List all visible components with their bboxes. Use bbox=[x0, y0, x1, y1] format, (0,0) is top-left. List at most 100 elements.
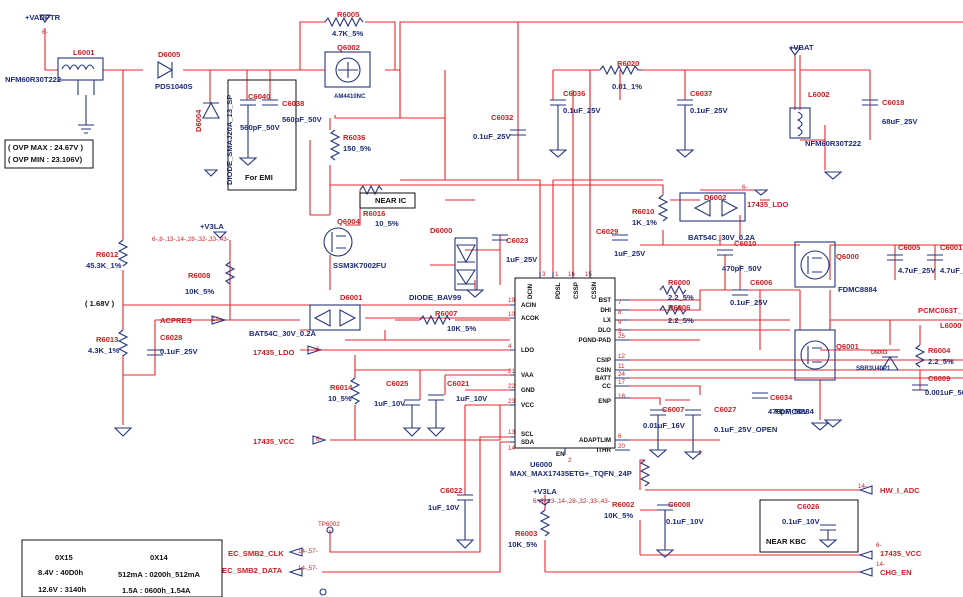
pin-num-ldo: 4 bbox=[508, 343, 512, 350]
pin-num-pdsl: 1 bbox=[555, 271, 559, 278]
resistor-r6006 bbox=[659, 304, 687, 316]
net-ldo-right: 17435_LDO bbox=[747, 200, 788, 209]
offpage-ec-smb2-data: 14-,57- bbox=[298, 565, 318, 572]
pin-num-csin: 11 bbox=[618, 363, 625, 370]
resistor-r6013 bbox=[117, 329, 129, 357]
val-c6007: 0.01uF_16V bbox=[643, 421, 686, 430]
pin-pgnd-pad: PGND-PAD bbox=[578, 337, 611, 344]
val-l6001: NFM60R30T222 bbox=[5, 75, 61, 84]
ref-c6009: C6009 bbox=[928, 374, 950, 383]
ic-ref: U6000 bbox=[530, 460, 552, 469]
val-r6008: 10K_5% bbox=[185, 287, 214, 296]
val-r6014: 10_5% bbox=[328, 394, 352, 403]
val-r6036: 150_5% bbox=[343, 144, 371, 153]
diode-d6004 bbox=[202, 101, 220, 119]
pin-num-vaa: 21 bbox=[508, 368, 515, 375]
note-near-ic: NEAR IC bbox=[375, 196, 407, 205]
pin-num-enp: 18 bbox=[618, 393, 625, 400]
ref-r6036: R6036 bbox=[343, 133, 365, 142]
ref-c6026: C6026 bbox=[797, 502, 819, 511]
ref-c6040: C6040 bbox=[248, 92, 270, 101]
val-c6010: 470pF_50V bbox=[722, 264, 763, 273]
pin-num-ithr: 20 bbox=[618, 443, 625, 450]
cap-c6023 bbox=[492, 234, 508, 241]
ref-r6004: R6004 bbox=[928, 346, 951, 355]
emi-box bbox=[227, 79, 297, 191]
ref-d6003: D6003 bbox=[871, 350, 887, 356]
ref-c6025: C6025 bbox=[386, 379, 409, 388]
pin-num-dcin: 3 bbox=[542, 271, 546, 278]
cap-c6040 bbox=[240, 99, 256, 158]
resistor-r6036 bbox=[329, 129, 341, 161]
val-c6037: 0.1uF_25V bbox=[690, 106, 729, 115]
val-c6021: 1uF_10V bbox=[456, 394, 488, 403]
mosfet-q6002 bbox=[324, 51, 371, 88]
cap-c6001 bbox=[927, 254, 943, 261]
ref-c6032: C6032 bbox=[491, 113, 513, 122]
ref-r6010: R6010 bbox=[632, 207, 654, 216]
offpage-chg-en: 14- bbox=[876, 561, 885, 568]
ref-r6013: R6013 bbox=[96, 335, 118, 344]
mosfet-q6004 bbox=[323, 227, 353, 257]
val-d6001: BAT54C_30V_0.2A bbox=[249, 329, 316, 338]
ref-c6034: C6034 bbox=[770, 393, 793, 402]
pin-cssp: CSSP bbox=[573, 282, 580, 299]
pin-num-en: 2 bbox=[568, 457, 572, 464]
note-ovp-max: ( OVP MAX : 24.67V ) bbox=[8, 143, 83, 152]
resistor-r6007 bbox=[419, 314, 451, 326]
pin-cssn: CSSN bbox=[591, 281, 598, 299]
cap-c6029 bbox=[612, 234, 628, 241]
net-ec-smb2-clk: EC_SMB2_CLK bbox=[228, 549, 284, 558]
ref-l6000: L6000 bbox=[940, 321, 962, 330]
val-c6018: 68uF_25V bbox=[882, 117, 918, 126]
ref-c6007: C6007 bbox=[662, 405, 684, 414]
net-ldo-left: 17435_LDO bbox=[253, 348, 294, 357]
pin-num-pgnd: 25 bbox=[618, 333, 625, 340]
cap-c6008 bbox=[657, 504, 673, 550]
pin-dhi: DHI bbox=[600, 307, 611, 314]
net-vbat: +VBAT bbox=[789, 43, 814, 52]
val-q6004: SSM3K7002FU bbox=[333, 261, 387, 270]
cap-c6010 bbox=[717, 249, 733, 256]
offpage-vcc-right: 6- bbox=[876, 542, 882, 549]
resistor-r6005 bbox=[324, 16, 364, 28]
val-r6012: 45.3K_1% bbox=[86, 261, 122, 270]
pin-pdsl: PDSL bbox=[555, 282, 562, 299]
cap-c6037 bbox=[677, 99, 693, 150]
ref-r6012: R6012 bbox=[96, 250, 118, 259]
offpage-hw-i-adc: 14- bbox=[858, 483, 867, 490]
val-r6003: 10K_5% bbox=[508, 540, 537, 549]
val-q6002: AM4410NC bbox=[334, 94, 366, 100]
cap-c6007 bbox=[650, 409, 666, 450]
val-c6026: 0.1uF_10V bbox=[782, 517, 821, 526]
table-cell-r1c1: 8.4V : 40D0h bbox=[38, 568, 84, 577]
ref-r6000: R6000 bbox=[668, 278, 690, 287]
net-v3la-top: +V3LA bbox=[200, 222, 224, 231]
pin-en: EN bbox=[556, 451, 565, 458]
resistors bbox=[117, 16, 926, 537]
ic-u6000: DCIN PDSL CSSP CSSN 3 1 16 15 ACIN ACOK … bbox=[508, 271, 632, 478]
pin-num-gnd: 22 bbox=[508, 383, 515, 390]
val-q6001: FDMC8884 bbox=[775, 407, 815, 416]
pin-acin: ACIN bbox=[521, 302, 537, 309]
pin-sda: SDA bbox=[521, 439, 535, 446]
val-c6036: 0.1uF_25V bbox=[563, 106, 602, 115]
val-r6013: 4.3K_1% bbox=[88, 346, 119, 355]
mosfet-q6000 bbox=[794, 241, 836, 288]
capacitors bbox=[147, 99, 943, 550]
pin-num-bst: 7 bbox=[618, 299, 622, 306]
val-d6004: DIODE_SMAJ20A_13_SP bbox=[225, 95, 234, 185]
resistor-r6014 bbox=[349, 377, 361, 405]
diode-d6000 bbox=[455, 244, 477, 286]
table-cell-r2c1: 12.6V : 3140h bbox=[38, 585, 86, 594]
val-c6023: 1uF_25V bbox=[506, 255, 538, 264]
pin-csip: CSIP bbox=[597, 357, 611, 364]
offpage-connectors bbox=[38, 14, 873, 596]
diode-d6002 bbox=[693, 199, 739, 217]
val-d6002: BAT54C_30V_0.2A bbox=[688, 233, 755, 242]
offpage-vcc-left: 6- bbox=[316, 436, 322, 443]
val-d6003: SBR3U40P1 bbox=[856, 366, 891, 372]
pin-num-sda: 14 bbox=[508, 445, 515, 452]
pin-num-acin: 19 bbox=[508, 297, 515, 304]
